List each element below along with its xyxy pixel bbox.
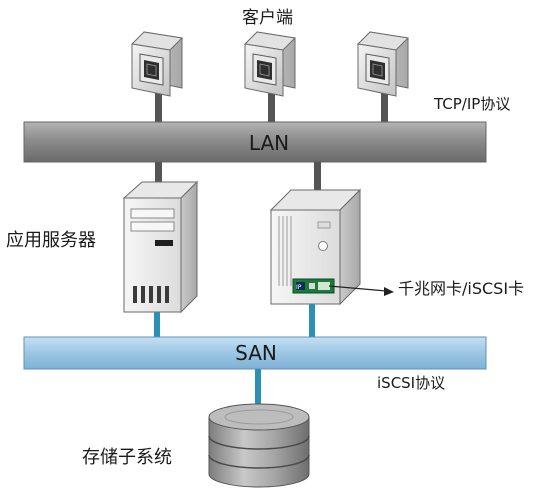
storage-icon xyxy=(208,403,310,488)
monitor-icon xyxy=(356,31,410,97)
disk-stack-icon xyxy=(208,403,310,488)
monitor-icon xyxy=(243,31,297,97)
san-label: SAN xyxy=(235,341,277,365)
svg-text:IP: IP xyxy=(296,284,302,291)
iscsi-server-icon: IP xyxy=(269,188,362,306)
connector-line xyxy=(268,88,275,122)
client-icon xyxy=(243,31,297,97)
clients-label: 客户端 xyxy=(242,8,293,28)
connector-line xyxy=(255,369,261,406)
server-tower-icon: IP xyxy=(269,188,362,306)
connector-line xyxy=(154,312,160,337)
server-tower-icon xyxy=(122,180,199,314)
lan-label: LAN xyxy=(248,131,290,155)
client-connectors xyxy=(155,88,388,122)
san-bus xyxy=(23,336,487,370)
nic-pointer-arrow xyxy=(328,285,394,296)
storage-label: 存储子系统 xyxy=(82,447,172,468)
client-icon xyxy=(130,31,184,97)
client-icon xyxy=(356,31,410,97)
monitor-icon xyxy=(130,31,184,97)
app-server-icon xyxy=(122,180,199,314)
iscsi-protocol-label: iSCSI协议 xyxy=(377,374,446,392)
connector-line xyxy=(155,88,162,122)
tcp-protocol-label: TCP/IP协议 xyxy=(434,95,511,113)
connector-line xyxy=(309,304,315,337)
connector-line xyxy=(381,88,388,122)
nic-card-icon: IP xyxy=(292,278,335,294)
lan-bus xyxy=(23,121,487,163)
connector-line xyxy=(314,162,321,192)
nic-label: 千兆网卡/iSCSI卡 xyxy=(398,279,525,298)
app-server-label: 应用服务器 xyxy=(6,230,96,251)
connector-line xyxy=(155,162,162,184)
